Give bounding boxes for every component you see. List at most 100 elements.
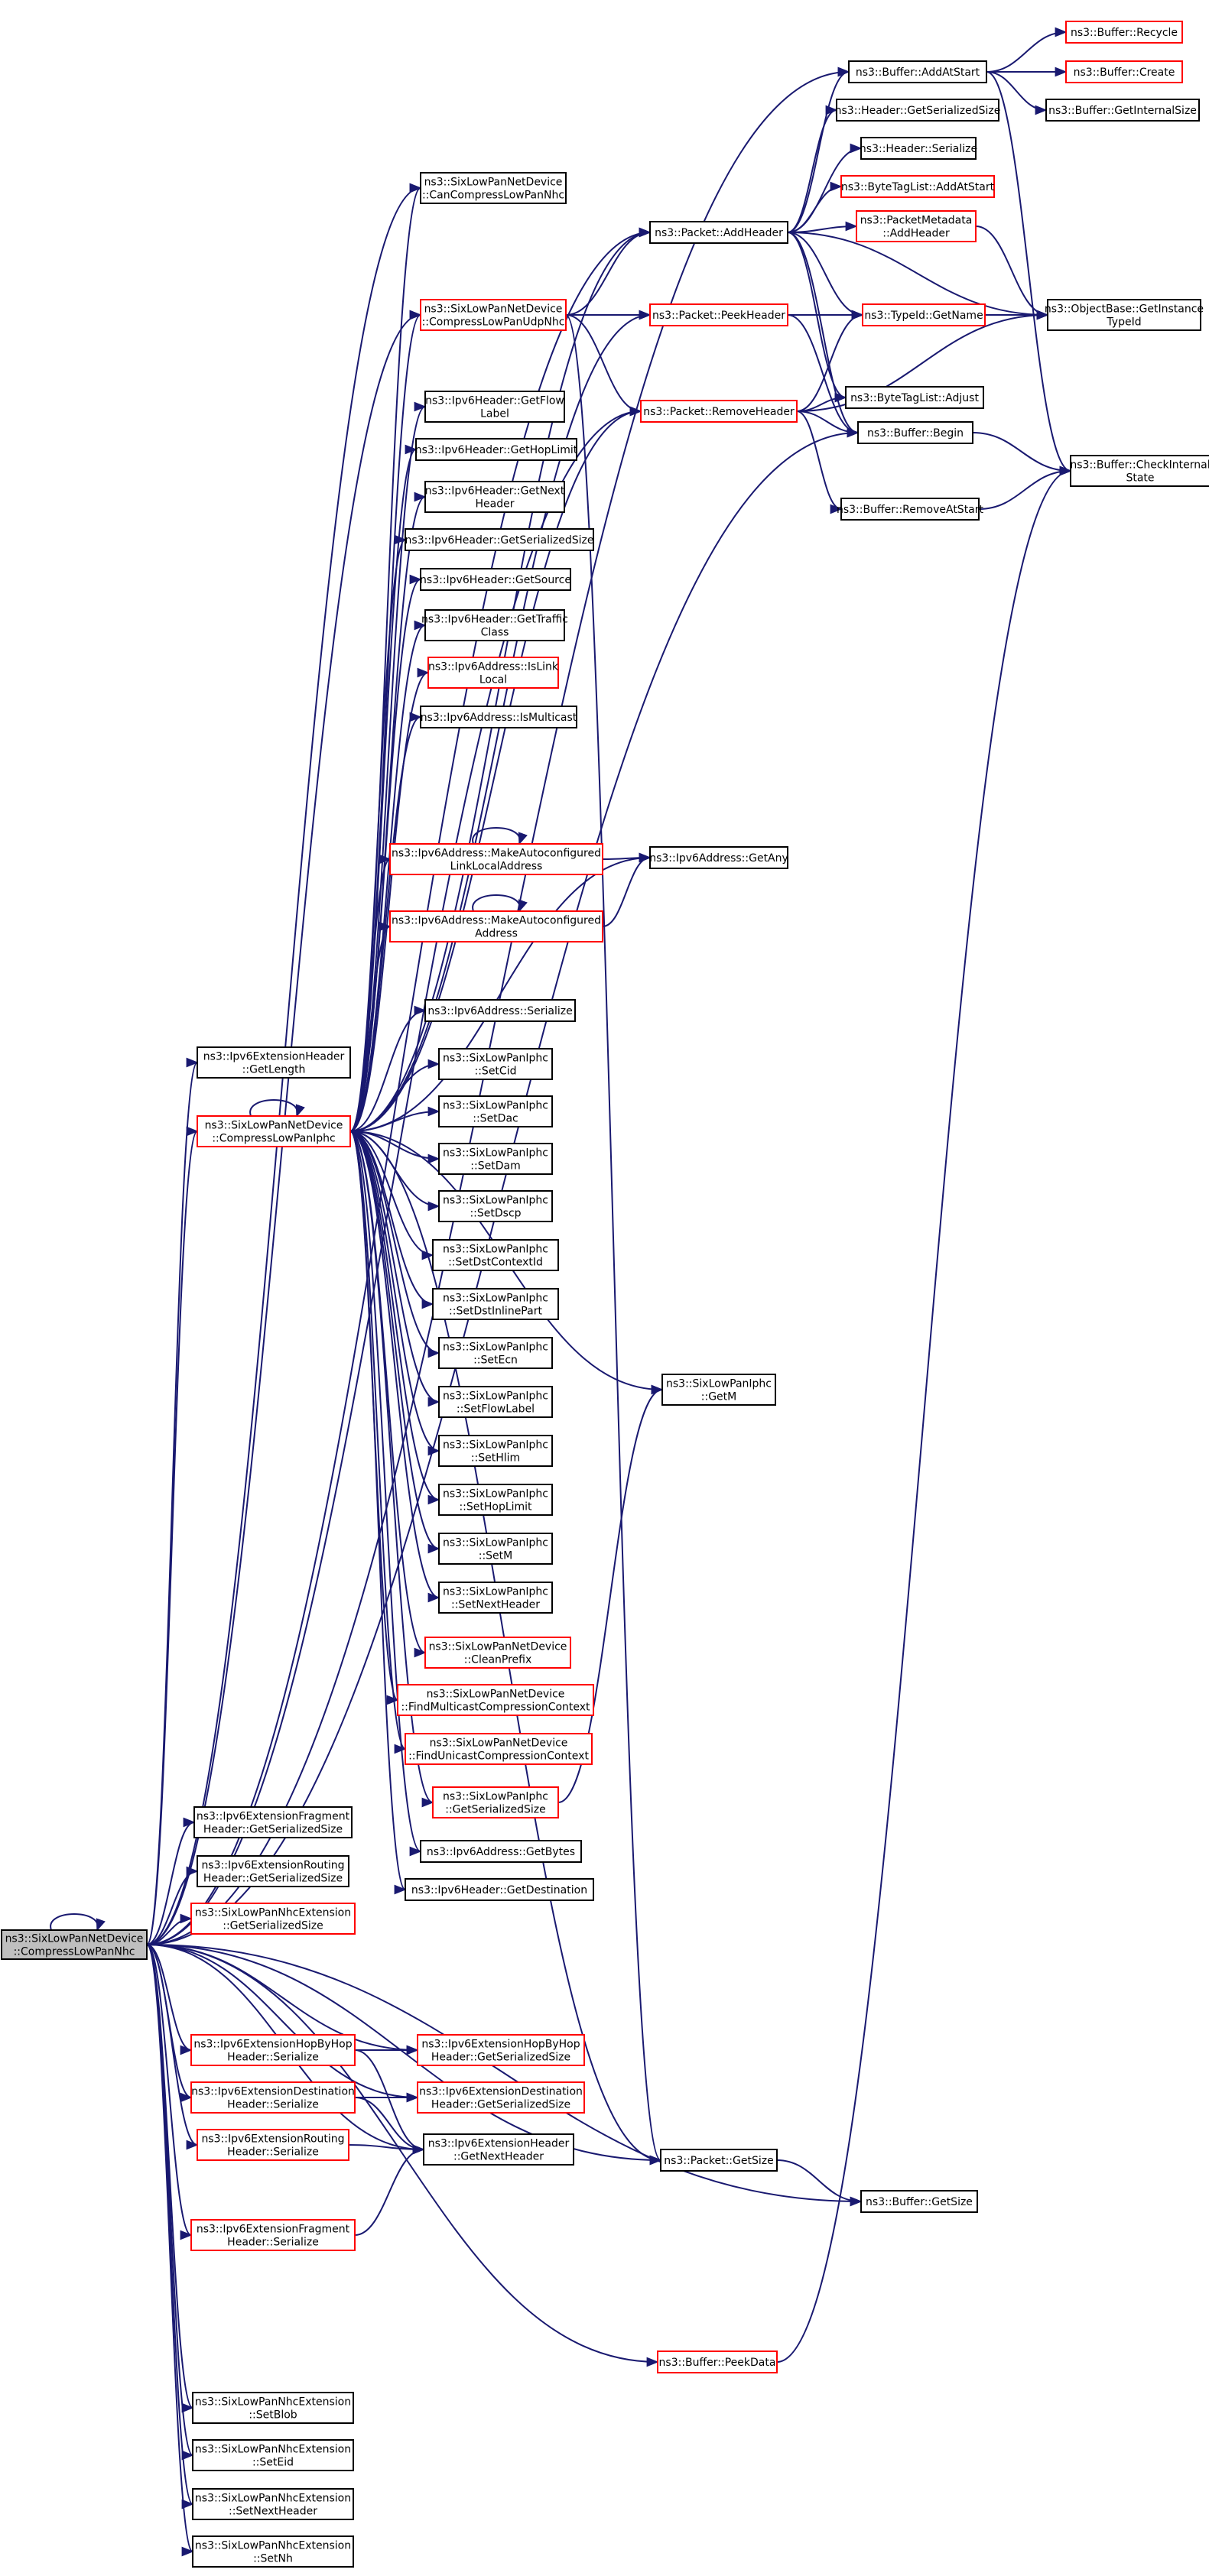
node-pkt_getsize[interactable]: ns3::Packet::GetSize — [660, 2149, 778, 2172]
edge-compressiphc-to-addr_getbytes — [349, 1131, 422, 1857]
node-label-line: Header::Serialize — [227, 2237, 319, 2249]
node-box — [438, 1435, 553, 1467]
node-setflowlabel[interactable]: ns3::SixLowPanIphc::SetFlowLabel — [438, 1386, 553, 1418]
node-pm_addheader[interactable]: ns3::PacketMetadata::AddHeader — [856, 210, 977, 242]
node-box — [193, 1806, 353, 1838]
edge-frag_ser-to-ext_getnexthdr — [354, 2144, 425, 2236]
node-pkt_removeheader[interactable]: ns3::Packet::RemoveHeader — [640, 400, 798, 423]
edge-path — [349, 1005, 427, 1132]
node-setblob[interactable]: ns3::SixLowPanNhcExtension::SetBlob — [192, 2392, 354, 2424]
node-findmulticast[interactable]: ns3::SixLowPanNetDevice::FindMulticastCo… — [397, 1684, 594, 1716]
node-label-line: ::CompressLowPanNhc — [14, 1946, 135, 1958]
node-dest_ser[interactable]: ns3::Ipv6ExtensionDestinationHeader::Ser… — [190, 2081, 356, 2114]
node-routingext_getsersize[interactable]: ns3::Ipv6ExtensionRoutingHeader::GetSeri… — [197, 1855, 349, 1887]
node-label-line: ::SetM — [479, 1550, 513, 1562]
node-setcid[interactable]: ns3::SixLowPanIphc::SetCid — [438, 1048, 553, 1080]
edge-compressiphc-to-ipv6_getdest — [349, 1131, 407, 1894]
edge-iphc_getsersize-to-getm — [557, 1384, 664, 1803]
node-setdac[interactable]: ns3::SixLowPanIphc::SetDac — [438, 1095, 553, 1127]
node-label-line: ns3::Ipv6ExtensionRouting — [201, 1860, 344, 1872]
node-addatstart[interactable]: ns3::Buffer::AddAtStart — [848, 60, 987, 83]
edge-pkt_addheader-to-addatstart — [787, 67, 850, 233]
node-setnextheader_iphc[interactable]: ns3::SixLowPanIphc::SetNextHeader — [438, 1582, 553, 1614]
node-routing_ser[interactable]: ns3::Ipv6ExtensionRoutingHeader::Seriali… — [197, 2129, 349, 2161]
edge-path — [349, 854, 392, 1132]
node-box — [438, 1582, 553, 1614]
node-ext_getnexthdr[interactable]: ns3::Ipv6ExtensionHeader::GetNextHeader — [423, 2133, 574, 2166]
node-setm[interactable]: ns3::SixLowPanIphc::SetM — [438, 1533, 553, 1565]
node-addr_makeautolinklocal[interactable]: ns3::Ipv6Address::MakeAutoconfiguredLink… — [389, 843, 603, 875]
node-fragext_getsersize[interactable]: ns3::Ipv6ExtensionFragmentHeader::GetSer… — [193, 1806, 353, 1838]
edge-pkt_addheader-to-typeid_getname — [787, 232, 864, 320]
node-create[interactable]: ns3::Buffer::Create — [1065, 60, 1183, 83]
node-hopbyhop_getsersize[interactable]: ns3::Ipv6ExtensionHopByHopHeader::GetSer… — [417, 2034, 585, 2066]
node-btl_adjust[interactable]: ns3::ByteTagList::Adjust — [845, 386, 984, 409]
node-box — [860, 137, 977, 160]
node-box — [389, 910, 603, 942]
node-label-line: ::CompressLowPanUdpNhc — [422, 316, 565, 329]
node-getm[interactable]: ns3::SixLowPanIphc::GetM — [661, 1374, 776, 1406]
node-ipv6_getdest[interactable]: ns3::Ipv6Header::GetDestination — [405, 1878, 594, 1901]
node-label-line: ns3::Ipv6Address::MakeAutoconfigured — [392, 848, 601, 860]
edge-addatstart-to-getinternalsize — [986, 71, 1048, 115]
node-pkt_addheader[interactable]: ns3::Packet::AddHeader — [649, 221, 788, 244]
node-removeatstart[interactable]: ns3::Buffer::RemoveAtStart — [837, 498, 984, 521]
node-btl_addatstart[interactable]: ns3::ByteTagList::AddAtStart — [840, 175, 995, 198]
node-hdr_getser[interactable]: ns3::Header::GetSerializedSize — [835, 99, 1001, 122]
node-label-line: ns3::Ipv6Address::GetAny — [649, 852, 788, 865]
node-compressiphc[interactable]: ns3::SixLowPanNetDevice::CompressLowPanI… — [197, 1115, 351, 1147]
node-ipv6_gethoplimit[interactable]: ns3::Ipv6Header::GetHopLimit — [415, 438, 578, 461]
node-label-line: ns3::SixLowPanIphc — [443, 1342, 548, 1354]
node-box — [438, 1048, 553, 1080]
edge-root-to-setblob — [146, 1944, 194, 2413]
node-findunicast[interactable]: ns3::SixLowPanNetDevice::FindUnicastComp… — [405, 1733, 593, 1765]
edge-path — [349, 401, 427, 1132]
node-ipv6_getsersize[interactable]: ns3::Ipv6Header::GetSerializedSize — [405, 528, 594, 551]
node-addr_serialize[interactable]: ns3::Ipv6Address::Serialize — [424, 999, 576, 1022]
node-dest_getsersize[interactable]: ns3::Ipv6ExtensionDestinationHeader::Get… — [417, 2081, 585, 2114]
node-seteid[interactable]: ns3::SixLowPanNhcExtension::SetEid — [192, 2439, 354, 2471]
node-cleanprefix[interactable]: ns3::SixLowPanNetDevice::CleanPrefix — [424, 1637, 571, 1669]
node-ipv6_getnexthdr[interactable]: ns3::Ipv6Header::GetNextHeader — [424, 481, 565, 513]
node-pkt_peekheader[interactable]: ns3::Packet::PeekHeader — [649, 303, 788, 326]
node-setdstinlinepart[interactable]: ns3::SixLowPanIphc::SetDstInlinePart — [432, 1288, 559, 1320]
node-root[interactable]: ns3::SixLowPanNetDevice::CompressLowPanN… — [1, 1929, 148, 1960]
node-sethlim[interactable]: ns3::SixLowPanIphc::SetHlim — [438, 1435, 553, 1467]
node-buffer_getsize[interactable]: ns3::Buffer::GetSize — [860, 2190, 978, 2213]
node-iphc_getsersize[interactable]: ns3::SixLowPanIphc::GetSerializedSize — [432, 1786, 559, 1818]
node-addr_getbytes[interactable]: ns3::Ipv6Address::GetBytes — [420, 1840, 582, 1863]
node-setdscp[interactable]: ns3::SixLowPanIphc::SetDscp — [438, 1190, 553, 1222]
node-buffer_begin[interactable]: ns3::Buffer::Begin — [857, 421, 973, 444]
edge-path — [787, 232, 1049, 320]
node-recycle[interactable]: ns3::Buffer::Recycle — [1065, 21, 1183, 44]
node-typeid_getname[interactable]: ns3::TypeId::GetName — [862, 303, 986, 326]
node-frag_ser[interactable]: ns3::Ipv6ExtensionFragmentHeader::Serial… — [190, 2219, 356, 2251]
node-label-line: ns3::Packet::RemoveHeader — [643, 406, 795, 418]
node-addr_getany[interactable]: ns3::Ipv6Address::GetAny — [649, 846, 788, 869]
node-hdr_ser[interactable]: ns3::Header::Serialize — [860, 137, 977, 160]
node-setecn[interactable]: ns3::SixLowPanIphc::SetEcn — [438, 1337, 553, 1369]
edge-path — [796, 410, 860, 438]
node-setnh[interactable]: ns3::SixLowPanNhcExtension::SetNh — [192, 2535, 354, 2568]
node-addr_ismulticast[interactable]: ns3::Ipv6Address::IsMulticast — [420, 706, 577, 728]
node-ipv6_getsource[interactable]: ns3::Ipv6Header::GetSource — [420, 568, 571, 591]
node-nhcext_getsersize[interactable]: ns3::SixLowPanNhcExtension::GetSerialize… — [190, 1903, 356, 1935]
node-setdam[interactable]: ns3::SixLowPanIphc::SetDam — [438, 1143, 553, 1175]
edge-root-to-routingext_getsersize — [146, 1866, 199, 1945]
node-sethoplimit[interactable]: ns3::SixLowPanIphc::SetHopLimit — [438, 1484, 553, 1516]
node-getinternalsize[interactable]: ns3::Buffer::GetInternalSize — [1045, 99, 1200, 122]
node-addr_makeauto[interactable]: ns3::Ipv6Address::MakeAutoconfiguredAddr… — [389, 910, 603, 942]
node-setdstcontextid[interactable]: ns3::SixLowPanIphc::SetDstContextId — [432, 1239, 559, 1271]
node-ext_getlength[interactable]: ns3::Ipv6ExtensionHeader::GetLength — [197, 1046, 351, 1079]
node-label-line: Header::GetSerializedSize — [431, 2052, 570, 2064]
node-compressudp[interactable]: ns3::SixLowPanNetDevice::CompressLowPanU… — [420, 299, 567, 331]
node-buffer_peekdata[interactable]: ns3::Buffer::PeekData — [657, 2351, 778, 2373]
node-hopbyhop_ser[interactable]: ns3::Ipv6ExtensionHopByHopHeader::Serial… — [190, 2034, 356, 2066]
node-canlowpannhc[interactable]: ns3::SixLowPanNetDevice::CanCompressLowP… — [420, 172, 567, 204]
node-setnextheader_nhc[interactable]: ns3::SixLowPanNhcExtension::SetNextHeade… — [192, 2488, 354, 2520]
